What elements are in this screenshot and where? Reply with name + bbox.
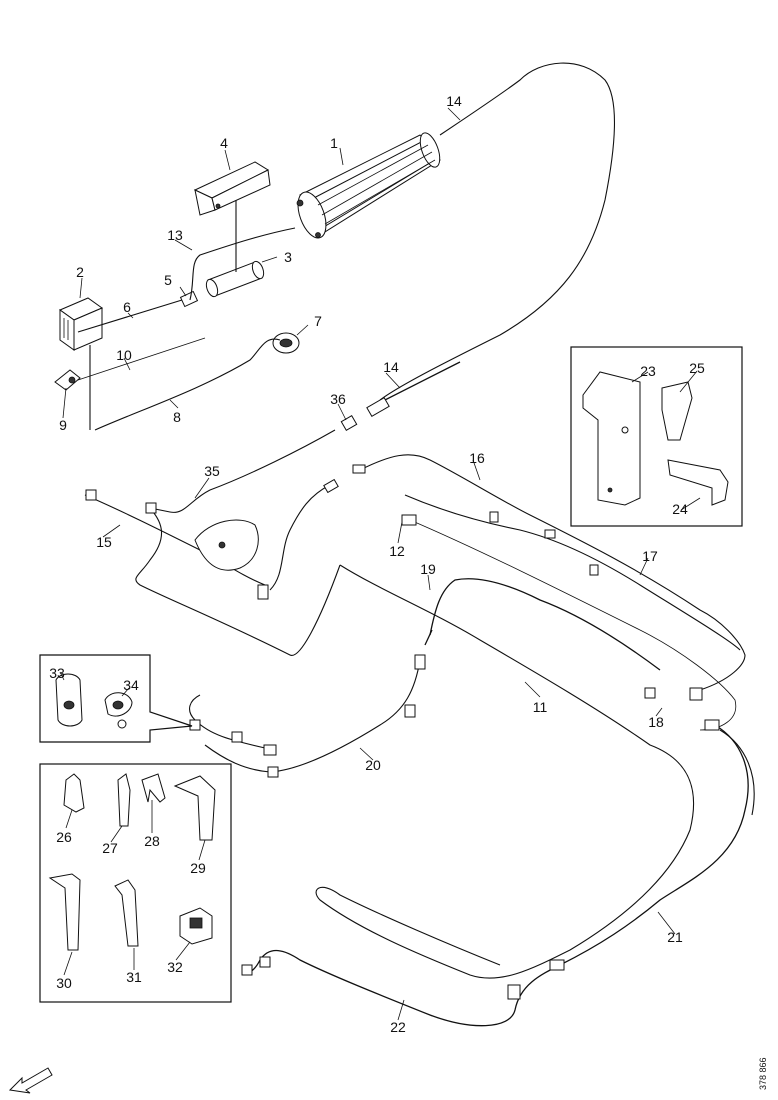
leader-lines (59, 107, 701, 1021)
part-label-27: 27 (102, 840, 118, 856)
part-label-6: 6 (123, 299, 131, 315)
part-label-14a: 14 (446, 93, 462, 109)
arrow-icon (8, 1067, 53, 1094)
inset-clamps (39, 654, 193, 743)
part-label-15: 15 (96, 534, 112, 550)
part-label-13: 13 (167, 227, 183, 243)
part-label-34: 34 (123, 677, 139, 693)
part-label-4: 4 (220, 135, 228, 151)
part-labels: 1 2 3 4 5 6 7 8 9 10 11 12 13 14 14 15 1… (49, 93, 705, 1035)
part-label-17: 17 (642, 548, 658, 564)
part-label-29: 29 (190, 860, 206, 876)
part-label-12: 12 (389, 543, 405, 559)
main-fuel-line (315, 564, 695, 979)
middle-hoses (84, 429, 341, 656)
part-label-22: 22 (390, 1019, 406, 1035)
part-label-30: 30 (56, 975, 72, 991)
part-label-35: 35 (204, 463, 220, 479)
part-label-25: 25 (689, 360, 705, 376)
part-label-11: 11 (533, 699, 548, 715)
valve-bracket (54, 369, 81, 391)
hose-clamp (272, 332, 300, 354)
part-label-21: 21 (667, 929, 683, 945)
part-label-10: 10 (116, 347, 132, 363)
connector (179, 290, 199, 308)
part-label-8: 8 (173, 409, 181, 425)
part-label-16: 16 (469, 450, 485, 466)
part-label-31: 31 (126, 969, 142, 985)
part-label-26: 26 (56, 829, 72, 845)
part-label-1: 1 (330, 135, 338, 151)
part-label-5: 5 (164, 272, 172, 288)
part-label-36: 36 (330, 391, 346, 407)
fuel-filter (205, 260, 265, 298)
mounting-bracket (193, 161, 271, 216)
hose-19-20 (189, 578, 661, 778)
part-label-20: 20 (365, 757, 381, 773)
part-label-33: 33 (49, 665, 65, 681)
canister (296, 132, 441, 239)
reference-code: 378 866 (758, 1057, 768, 1090)
part-label-18: 18 (648, 714, 664, 730)
part-label-19: 19 (420, 561, 436, 577)
hose-21-22 (241, 719, 755, 1027)
part-label-2: 2 (76, 264, 84, 280)
electric-valve (58, 297, 104, 351)
part-label-9: 9 (59, 417, 67, 433)
part-label-7: 7 (314, 313, 322, 329)
upper-hoses (77, 62, 615, 432)
part-label-23: 23 (640, 363, 656, 379)
inset-brackets (570, 346, 743, 527)
long-hoses-right (352, 454, 746, 731)
part-label-24: 24 (672, 501, 688, 517)
part-label-32: 32 (167, 959, 183, 975)
part-label-14b: 14 (383, 359, 399, 375)
part-label-3: 3 (284, 249, 292, 265)
inset-clips (39, 763, 232, 1003)
part-label-28: 28 (144, 833, 160, 849)
